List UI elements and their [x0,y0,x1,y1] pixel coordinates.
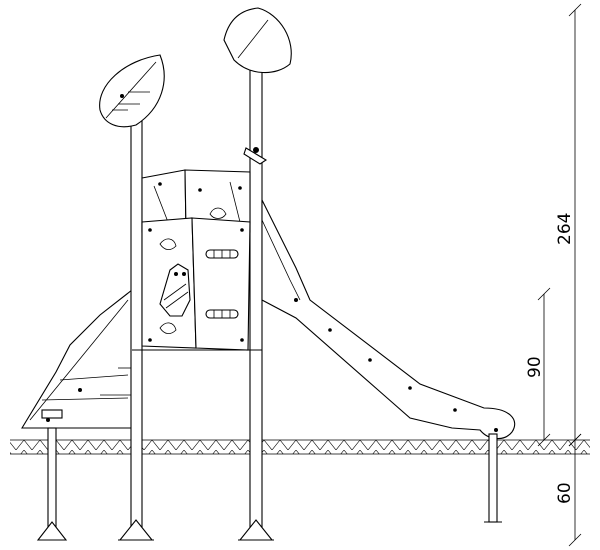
dimension-foundation: 60 [555,433,582,547]
tower-upper-panel [141,169,251,233]
climbing-holds [205,249,239,319]
foundation-depth-label: 60 [555,482,575,504]
dimension-overall: 264 [555,3,582,447]
ground-band [10,439,590,455]
overall-height-label: 264 [555,213,575,245]
leaf-icon [209,207,227,219]
slide [261,199,516,523]
dimension-platform: 90 [525,287,551,447]
platform-height-label: 90 [525,356,545,378]
leaf-icon-lower [159,238,177,334]
leaf-roof-right-icon [223,7,292,74]
owl-icon [159,263,191,317]
climbing-ramp [21,288,133,541]
tower-lower-panel [141,217,251,351]
leaf-roof-left-icon [99,54,165,128]
